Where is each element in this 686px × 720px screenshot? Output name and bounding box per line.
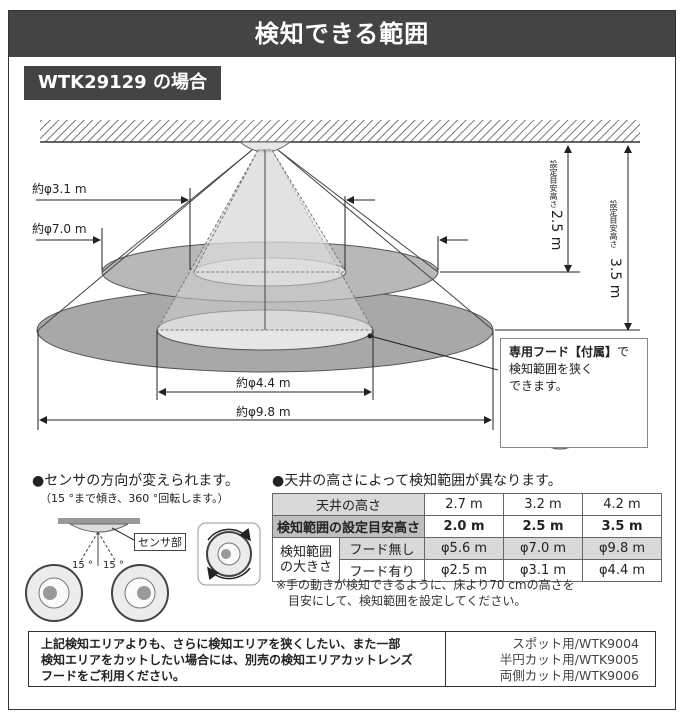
- height-2-5-caption: 設定目安高さ: [549, 160, 558, 208]
- model-half-cut: 半円カット用/WTK9005: [499, 652, 639, 667]
- height-2-5-value: 2.5 m: [548, 210, 564, 251]
- no-hood-label: フード無し: [339, 537, 425, 560]
- height-cell: 2.7 m: [424, 493, 504, 516]
- hood-cell: φ3.1 m: [503, 559, 583, 582]
- no-hood-cell: φ5.6 m: [424, 537, 504, 560]
- label-diameter-9-8: 約φ9.8 m: [236, 405, 291, 419]
- angle-left-label: 15 °: [72, 560, 93, 571]
- hood-note-bold: 専用フード【付属】: [509, 345, 618, 359]
- height-cell: 4.2 m: [582, 493, 662, 516]
- footnote-line2: 目安にして、検知範囲を設定してください。: [288, 594, 527, 608]
- table-row: 検知範囲の設定目安高さ 2.0 m 2.5 m 3.5 m: [272, 515, 662, 538]
- no-hood-cell: φ7.0 m: [503, 537, 583, 560]
- accessory-line3: フードをご利用ください。: [41, 669, 186, 683]
- sensor-direction-heading: ●センサの方向が変えられます。: [32, 473, 239, 489]
- label-diameter-3-1: 約φ3.1 m: [32, 182, 87, 196]
- sensor-direction-sub: （15 °まで傾き、360 °回転します。）: [40, 492, 229, 505]
- accessory-description: 上記検知エリアよりも、さらに検知エリアを狭くしたい、また一部 検知エリアをカット…: [41, 636, 431, 684]
- hood-note-line3: できます。: [509, 379, 568, 393]
- hood-note-rest: で: [617, 345, 630, 359]
- angle-right-label: 15 °: [103, 560, 124, 571]
- hood-cell: φ2.5 m: [424, 559, 504, 582]
- divider: [445, 632, 446, 686]
- height-3-5-value: 3.5 m: [607, 258, 623, 299]
- sensor-rotation-view: [197, 522, 261, 586]
- model-spot: スポット用/WTK9004: [512, 636, 639, 651]
- setting-height-cell: 2.5 m: [503, 515, 583, 538]
- sensor-bottom-views: [25, 564, 169, 622]
- label-diameter-4-4: 約φ4.4 m: [236, 376, 291, 390]
- no-hood-cell: φ9.8 m: [582, 537, 662, 560]
- accessory-models: スポット用/WTK9004 半円カット用/WTK9005 両側カット用/WTK9…: [459, 636, 639, 684]
- setting-height-label: 検知範囲の設定目安高さ: [272, 515, 425, 538]
- range-size-label-1: 検知範囲: [279, 544, 332, 560]
- hood-cone-upper: [193, 149, 347, 273]
- height-3-5-caption: 設定目安高さ: [609, 200, 618, 248]
- hood-note-line2: 検知範囲を狭く: [509, 362, 594, 376]
- hood-label: フード有り: [339, 559, 425, 582]
- ceiling-height-table: 天井の高さ 2.7 m 3.2 m 4.2 m 検知範囲の設定目安高さ 2.0 …: [272, 493, 662, 582]
- ceiling-table-heading: ●天井の高さによって検知範囲が異なります。: [272, 473, 562, 489]
- accessory-line1: 上記検知エリアよりも、さらに検知エリアを狭くしたい、また一部: [41, 637, 401, 651]
- model-label: WTK29129 の場合: [24, 66, 221, 100]
- sensor-side-view: [58, 518, 140, 566]
- accessory-info-box: 上記検知エリアよりも、さらに検知エリアを狭くしたい、また一部 検知エリアをカット…: [28, 631, 656, 687]
- table-row: 検知範囲 の大きさ フード無し φ5.6 m φ7.0 m φ9.8 m: [272, 537, 662, 582]
- footnote-line1: ※手の動きが検知できるように、床より70 cmの高さを: [276, 578, 575, 592]
- setting-height-cell: 2.0 m: [424, 515, 504, 538]
- accessory-line2: 検知エリアをカットしたい場合には、別売の検知エリアカットレンズ: [41, 653, 413, 667]
- footnote: ※手の動きが検知できるように、床より70 cmの高さを 目安にして、検知範囲を設…: [276, 577, 575, 609]
- header-ceiling-height: 天井の高さ: [272, 493, 425, 516]
- page-frame: 検知できる範囲: [8, 10, 676, 710]
- setting-height-cell: 3.5 m: [582, 515, 662, 538]
- range-size-label-2: の大きさ: [279, 559, 332, 575]
- ceiling: [40, 120, 640, 142]
- sensor-part-label: センサ部: [134, 533, 186, 551]
- range-size-label: 検知範囲 の大きさ: [272, 537, 340, 582]
- hood-cell: φ4.4 m: [582, 559, 662, 582]
- model-both-cut: 両側カット用/WTK9006: [499, 668, 639, 683]
- detection-cone: [37, 149, 494, 331]
- label-diameter-7-0: 約φ7.0 m: [32, 222, 87, 236]
- height-cell: 3.2 m: [503, 493, 583, 516]
- page-title: 検知できる範囲: [9, 11, 675, 57]
- hood-note: 専用フード【付属】で 検知範囲を狭く できます。: [500, 338, 648, 448]
- table-row: フード有り φ2.5 m φ3.1 m φ4.4 m: [273, 559, 662, 582]
- table-row: 天井の高さ 2.7 m 3.2 m 4.2 m: [272, 493, 662, 516]
